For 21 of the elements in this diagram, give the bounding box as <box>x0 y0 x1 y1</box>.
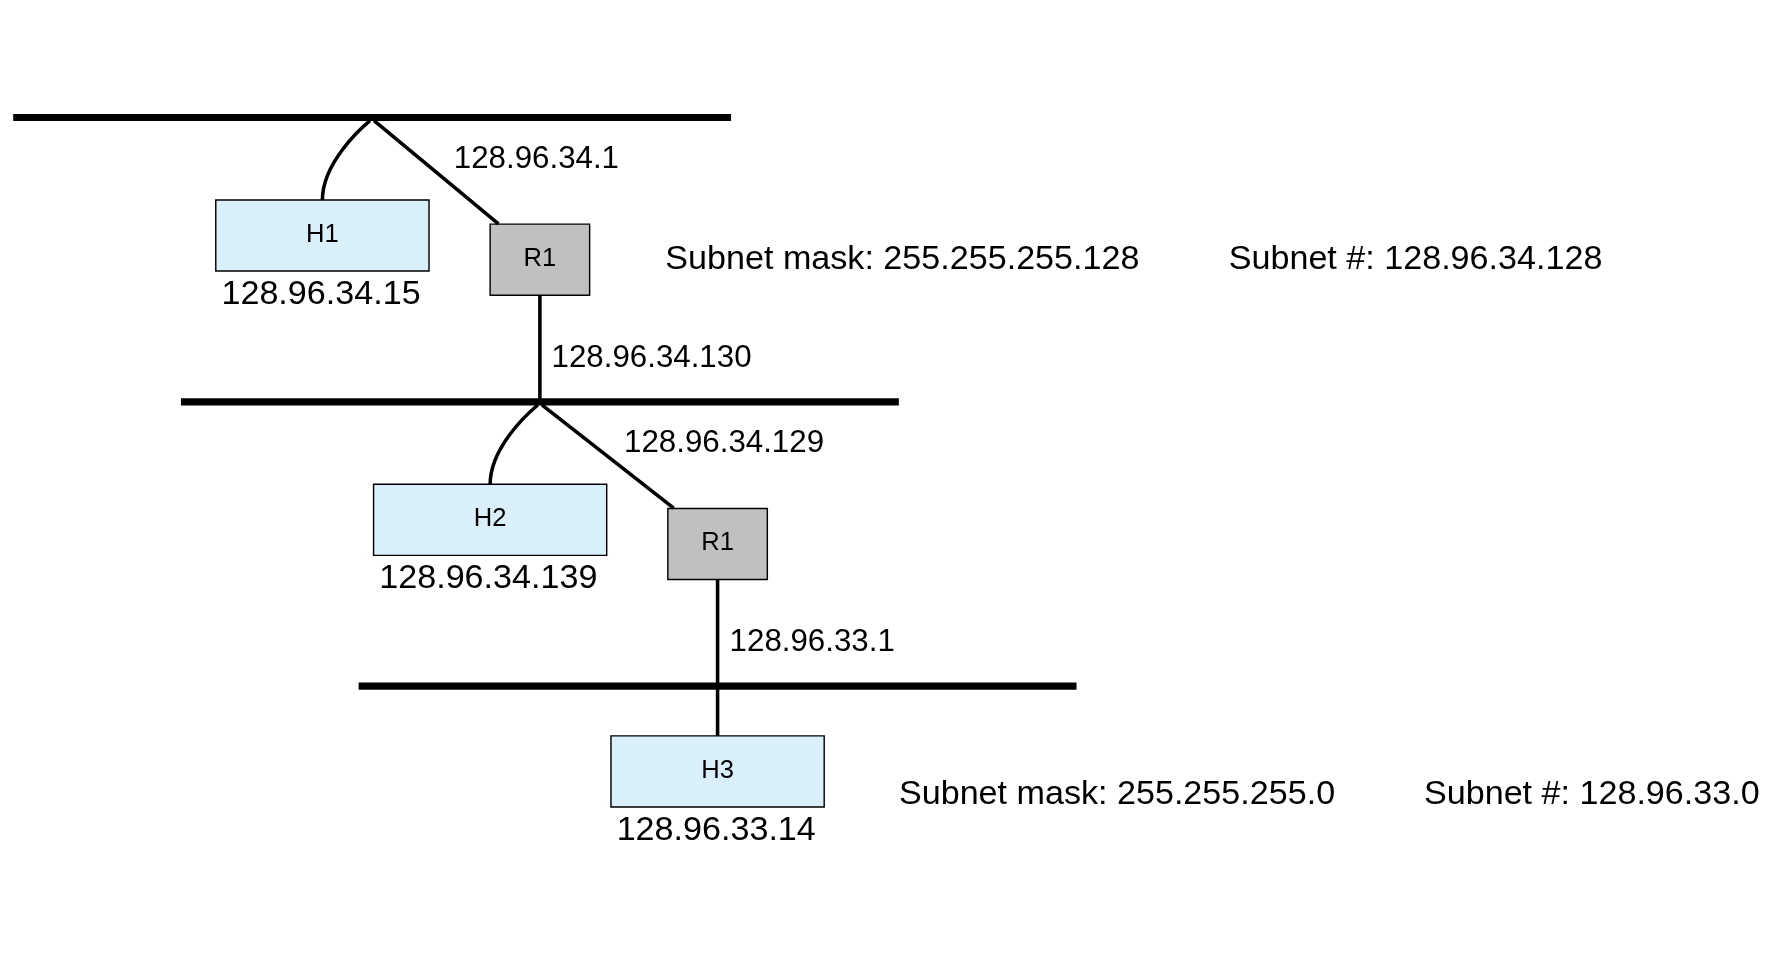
edge-label: 128.96.34.130 <box>551 339 752 375</box>
edge-label: 128.96.34.1 <box>453 140 619 176</box>
node-bar <box>358 682 1077 690</box>
label: Subnet #: 128.96.34.128 <box>1228 237 1603 276</box>
label: Subnet #: 128.96.33.0 <box>1423 773 1760 812</box>
connector <box>488 403 539 485</box>
node-label: 128.96.34.139 <box>379 557 598 596</box>
connector <box>540 403 675 510</box>
edge-label: 128.96.33.1 <box>729 623 895 659</box>
node-label: 128.96.33.14 <box>616 808 816 847</box>
node-bar <box>180 398 899 406</box>
connector <box>715 689 720 736</box>
label: Subnet mask: 255.255.255.0 <box>898 773 1336 812</box>
connector <box>372 119 500 226</box>
label: Subnet mask: 255.255.255.128 <box>665 237 1140 276</box>
node-bar <box>13 114 732 122</box>
connector <box>715 579 720 684</box>
node-label: 128.96.34.15 <box>221 273 421 312</box>
edge-label: 128.96.34.129 <box>624 424 825 460</box>
connector <box>538 295 542 399</box>
connector <box>320 119 372 201</box>
